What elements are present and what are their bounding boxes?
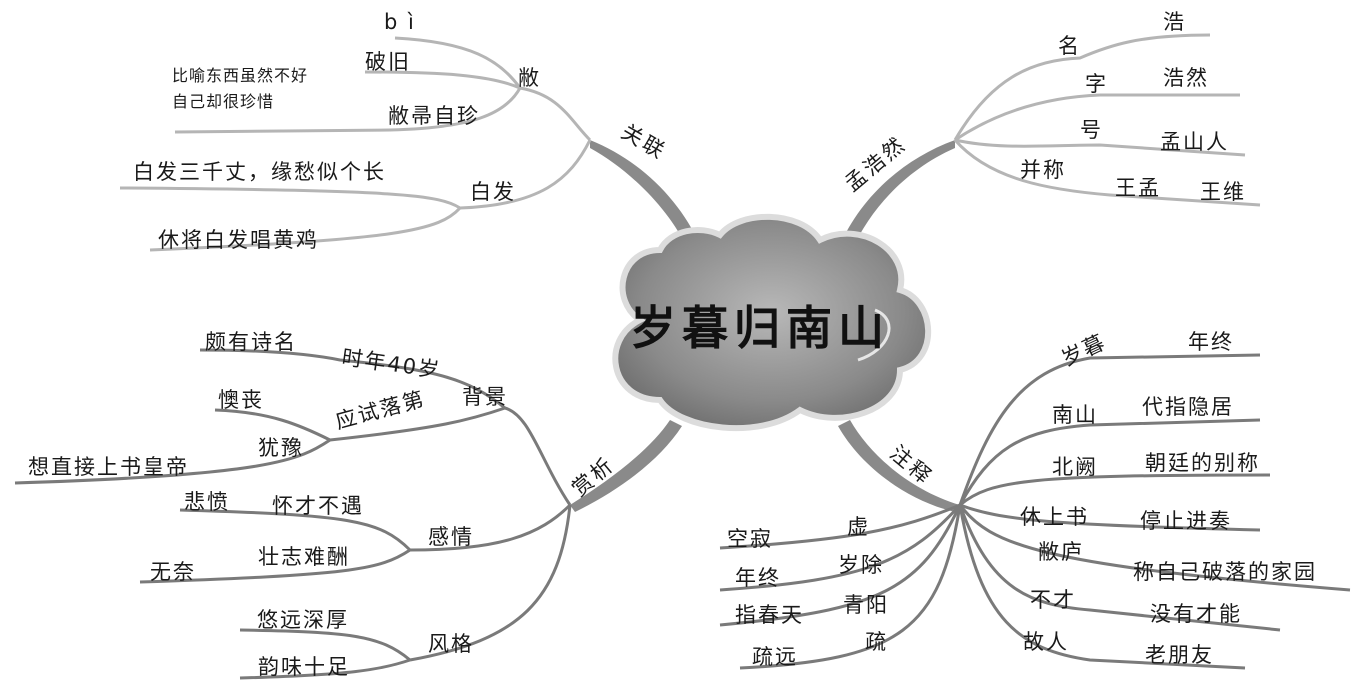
- node-bingcheng-key: 并称: [1020, 158, 1066, 182]
- note-term-5: 不才: [1030, 588, 1076, 612]
- zhushi-lines: [719, 353, 1351, 670]
- note-meaning-2: 朝廷的别称: [1145, 451, 1260, 475]
- node-beijing: 背景: [462, 385, 508, 409]
- node-bi-idiom: 敝帚自珍: [388, 104, 480, 128]
- note-meaning-6: 老朋友: [1145, 643, 1214, 667]
- node-bi-note-2: 自己却很珍惜: [172, 92, 275, 111]
- node-bi-meaning: 破旧: [365, 50, 411, 74]
- note-term-6: 故人: [1023, 630, 1069, 654]
- note-left-term-0: 虚: [847, 515, 870, 539]
- cloud-shape: [612, 213, 932, 432]
- branch-zhushi: [838, 420, 960, 512]
- note-meaning-4: 称自己破落的家园: [1133, 560, 1317, 584]
- note-left-meaning-2: 指春天: [735, 603, 804, 627]
- center-title: 岁暮归南山: [630, 301, 890, 355]
- node-ganqing-b-note: 无奈: [150, 560, 196, 584]
- node-zi-key: 字: [1085, 72, 1108, 96]
- note-left-term-1: 岁除: [838, 553, 884, 577]
- note-left-term-2: 青阳: [843, 593, 889, 617]
- node-beijing-age-note: 颇有诗名: [205, 330, 297, 354]
- node-ming-value: 浩: [1163, 10, 1186, 34]
- node-beijing-hesitate-note: 想直接上书皇帝: [28, 455, 189, 479]
- guanlian-lines: [119, 36, 592, 252]
- note-term-2: 北阙: [1052, 455, 1098, 479]
- node-fengge-b: 韵味十足: [258, 655, 350, 679]
- node-bi: 敝: [518, 66, 541, 90]
- note-left-meaning-0: 空寂: [727, 527, 773, 551]
- node-bingcheng-value: 王孟: [1115, 176, 1161, 200]
- note-meaning-1: 代指隐居: [1142, 395, 1234, 419]
- note-term-3: 休上书: [1020, 505, 1089, 529]
- node-baifa: 白发: [470, 180, 516, 204]
- node-ganqing-b: 壮志难酬: [258, 545, 350, 569]
- note-meaning-3: 停止进奏: [1140, 509, 1232, 533]
- node-ganqing-a: 怀才不遇: [272, 494, 364, 518]
- note-meaning-5: 没有才能: [1150, 602, 1242, 626]
- note-meaning-0: 年终: [1188, 330, 1234, 354]
- node-bingcheng-value2: 王维: [1200, 180, 1246, 204]
- node-ganqing: 感情: [428, 525, 474, 549]
- menghaoran-lines: [953, 33, 1261, 207]
- note-term-4: 敝庐: [1038, 540, 1084, 564]
- note-left-meaning-1: 年终: [735, 566, 781, 590]
- node-fengge-a: 悠远深厚: [257, 608, 349, 632]
- node-beijing-exam-note: 懊丧: [218, 388, 264, 412]
- node-ming-key: 名: [1058, 34, 1081, 58]
- shangxi-lines: [14, 348, 572, 680]
- note-left-term-3: 疏: [865, 630, 888, 654]
- node-fengge: 风格: [428, 632, 474, 656]
- branch-guanlian: [590, 140, 700, 250]
- node-baifa-line2: 休将白发唱黄鸡: [158, 228, 319, 252]
- note-left-meaning-3: 疏远: [752, 645, 798, 669]
- node-zi-value: 浩然: [1163, 66, 1209, 90]
- node-hao-key: 号: [1080, 118, 1103, 142]
- node-hao-value: 孟山人: [1160, 130, 1229, 154]
- branch-shangxi: [570, 420, 682, 512]
- node-bi-note-1: 比喻东西虽然不好: [172, 66, 309, 85]
- node-beijing-hesitate: 犹豫: [258, 436, 304, 460]
- node-bi-pinyin: b ì: [384, 10, 416, 34]
- node-baifa-line1: 白发三千丈，缘愁似个长: [133, 160, 386, 184]
- note-term-1: 南山: [1052, 403, 1098, 427]
- node-ganqing-a-note: 悲愤: [184, 490, 230, 514]
